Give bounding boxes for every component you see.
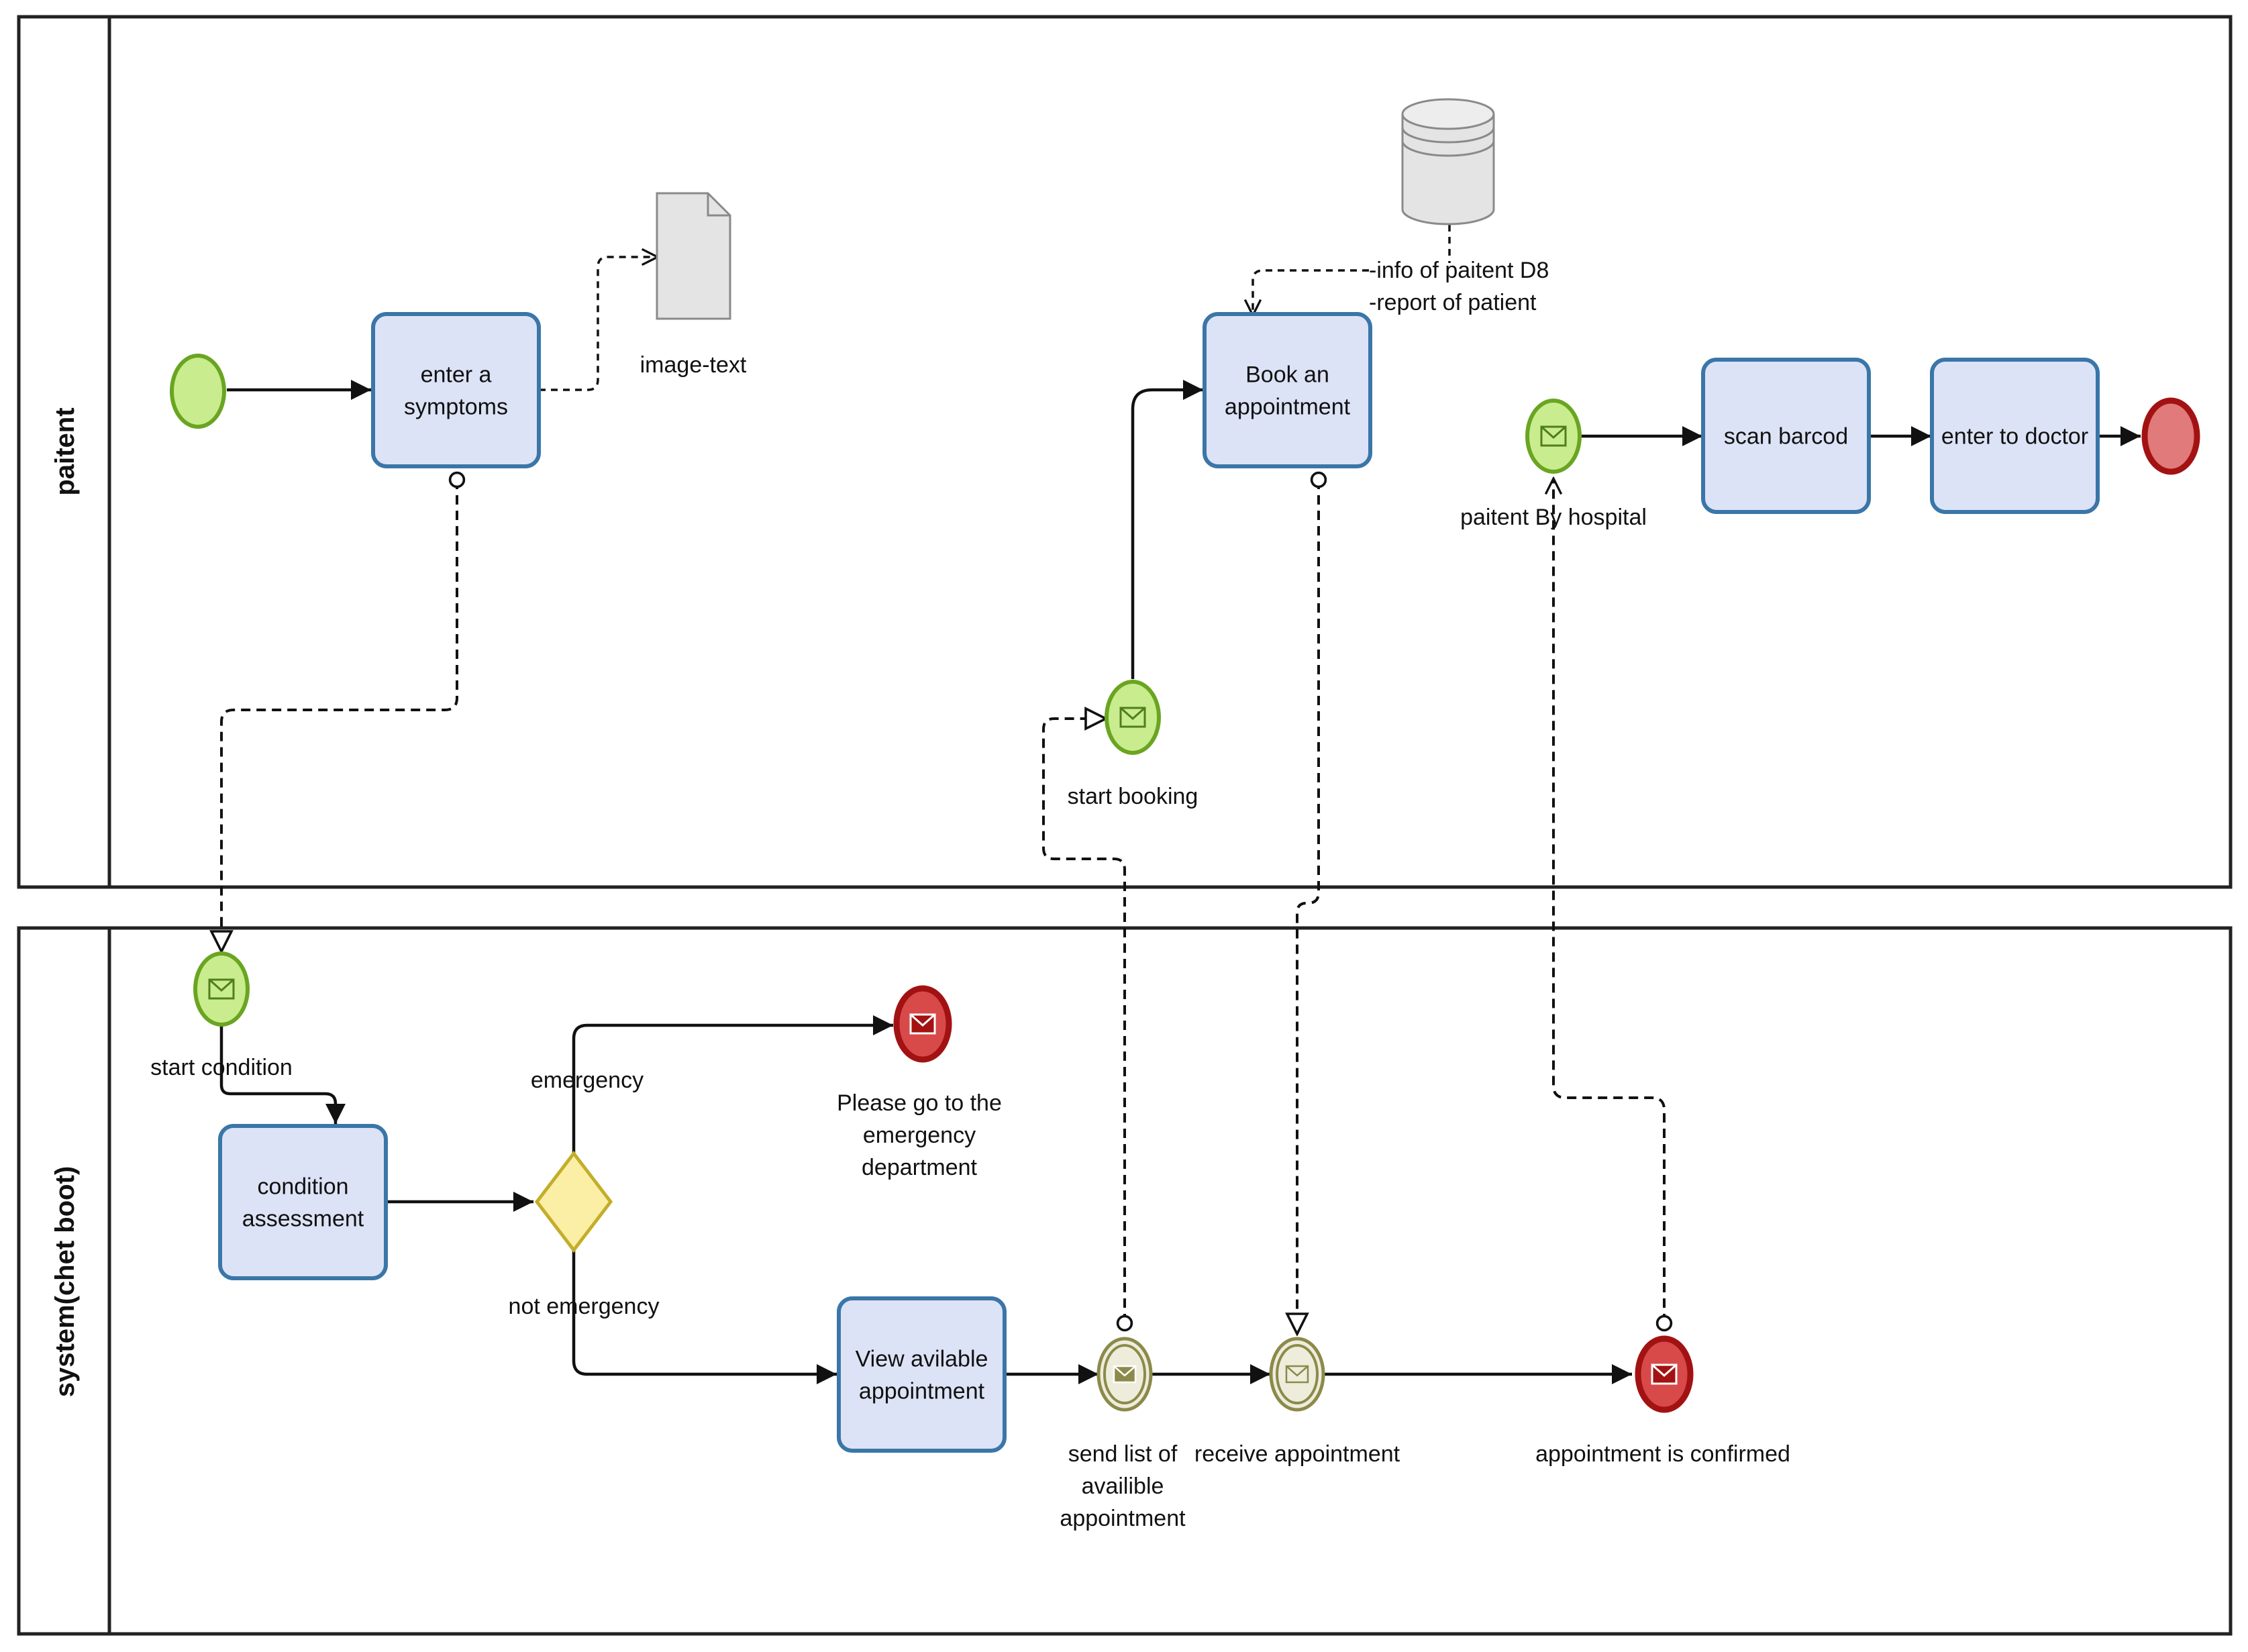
end-event[interactable] [2141, 397, 2200, 475]
gateway-label-not-emergency: not emergency [509, 1294, 660, 1319]
event-label: start condition [150, 1055, 293, 1080]
database-note-label: -info of paitent D8-report of patient [1369, 258, 1549, 315]
assoc-symptoms-to-image-text [539, 257, 658, 391]
task-enter-to-doctor[interactable]: enter to doctor [1930, 358, 2100, 514]
sequence-flows [219, 380, 2141, 1384]
msg-book-to-receive [1297, 480, 1319, 1334]
flow-start-condition-to-assessment [219, 1018, 346, 1124]
document-icon [656, 192, 731, 320]
envelope-icon [909, 1013, 936, 1035]
envelope-icon [208, 978, 235, 1000]
task-label: enter to doctor [1941, 424, 2088, 450]
msg-symptoms-to-start-condition [221, 480, 457, 951]
receive-appointment-event[interactable]: receive appointment [1194, 1337, 1400, 1467]
event-label: appointment is confirmed [1535, 1441, 1790, 1467]
exclusive-gateway[interactable] [534, 1150, 613, 1253]
pool-paitent: paitent [17, 15, 2233, 889]
assoc-db-to-book [1253, 269, 1369, 315]
gateway-label-emergency: emergency [531, 1068, 644, 1093]
msg-confirmed-to-hospital-event [1553, 478, 1664, 1323]
msg-send-list-to-start-booking [1042, 719, 1125, 1323]
flow-start-booking-to-book [1131, 380, 1203, 679]
event-label: receive appointment [1194, 1441, 1400, 1467]
flow-gateway-emergency [572, 1015, 893, 1153]
message-flows [221, 478, 1664, 1334]
envelope-icon [1651, 1363, 1678, 1385]
envelope-icon [1119, 707, 1146, 728]
database-icon [1401, 98, 1495, 225]
envelope-icon [1540, 425, 1567, 447]
event-label: start booking [1068, 784, 1198, 809]
envelope-icon [1285, 1365, 1309, 1384]
envelope-icon [1113, 1365, 1137, 1384]
appointment-confirmed-event[interactable]: appointment is confirmed [1535, 1335, 1790, 1467]
flow-gateway-not-emergency [572, 1250, 837, 1384]
event-label: paitent By hospital [1460, 505, 1647, 530]
start-booking-event[interactable]: start booking [1068, 680, 1198, 809]
lane-title-system: system(chet boot) [50, 1166, 80, 1398]
hospital-message-event[interactable]: paitent By hospital [1460, 399, 1647, 530]
lane-title-paitent: paitent [50, 407, 80, 495]
task-label: scan barcod [1724, 424, 1848, 450]
task-scan-barcode[interactable]: scan barcod [1701, 358, 1871, 514]
start-event[interactable] [170, 354, 226, 429]
image-text-label: image-text [640, 352, 747, 378]
associations [539, 225, 1451, 391]
start-condition-event[interactable]: start condition [150, 951, 293, 1080]
